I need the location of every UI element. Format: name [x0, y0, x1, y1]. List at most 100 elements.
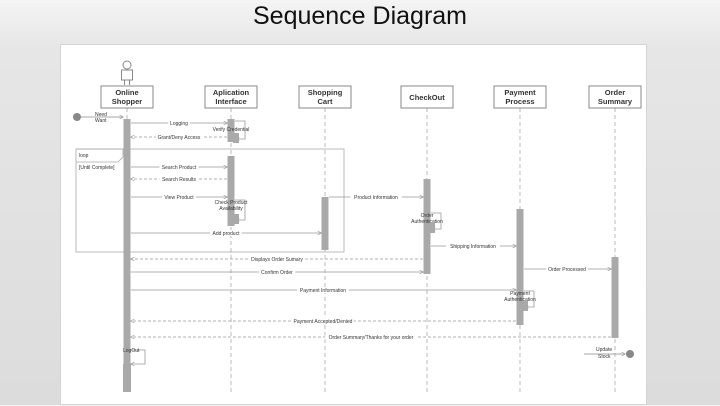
- lifeline-name: Online: [115, 88, 138, 97]
- activation-shopper: [123, 119, 131, 392]
- nested-activation: [429, 223, 435, 233]
- message-label-bg: [168, 120, 190, 126]
- message-14: Confirm Order: [131, 269, 423, 276]
- lifeline-name: Summary: [598, 97, 633, 106]
- activation-summary: [611, 257, 619, 338]
- message-8: Product Information: [329, 194, 423, 201]
- message-label: Product Information: [354, 195, 398, 201]
- message-12: Displays Order Sumary: [131, 256, 423, 263]
- message-1: Logging: [131, 120, 227, 127]
- message-9: Add product: [131, 230, 321, 237]
- self-call-arrow: [235, 120, 246, 139]
- lifeline-name: Payment: [504, 88, 536, 97]
- message-label: Availability: [219, 206, 243, 212]
- message-label-bg: [446, 243, 500, 249]
- nested-activation: [233, 133, 239, 143]
- initial-node: [73, 113, 81, 121]
- message-label: Order Processed: [548, 267, 586, 273]
- message-label: Add product: [213, 231, 241, 237]
- message-3: Grant/Deny Access: [131, 134, 227, 141]
- message-label: Order Summary/Thanks for your order: [329, 335, 414, 341]
- message-label-bg: [155, 134, 203, 140]
- message-label-bg: [350, 194, 402, 200]
- person-icon-head: [122, 60, 132, 70]
- lifeline-box-payment: [493, 85, 547, 109]
- person-icon-body: [121, 69, 133, 81]
- activation-cart: [321, 197, 329, 250]
- start-label: Need: [95, 112, 107, 118]
- loop-frame: [75, 148, 345, 253]
- lifeline-name: Aplication: [213, 88, 250, 97]
- message-17: Payment Accepted/Denied: [131, 318, 516, 325]
- activation-checkout: [423, 179, 431, 274]
- loop-guard: [Until Complete]: [79, 165, 115, 171]
- message-label: Confirm Order: [261, 270, 293, 276]
- message-label-bg: [248, 256, 306, 262]
- message-4: Search Product: [131, 164, 227, 171]
- message-label: Payment Information: [300, 288, 346, 294]
- loop-label: loop: [79, 153, 89, 159]
- message-label: Grant/Deny Access: [158, 135, 201, 141]
- sequence-diagram: OnlineShopperAplicationInterfaceShopping…: [73, 60, 642, 395]
- lifeline-box-checkout: [400, 85, 454, 109]
- message-label: Order: [421, 213, 434, 219]
- activation-app: [227, 156, 235, 226]
- message-2: Verify Credential: [213, 120, 250, 143]
- lifeline-name: CheckOut: [409, 93, 445, 102]
- message-label: Payment: [510, 291, 530, 297]
- message-label: Authentication: [504, 297, 536, 303]
- message-label: Search Results: [162, 177, 196, 183]
- message-label-bg: [292, 318, 354, 324]
- message-19: LogOut: [123, 348, 146, 392]
- message-label: Logging: [170, 121, 188, 127]
- lifeline-box-app: [204, 85, 258, 109]
- lifeline-name: Order: [605, 88, 626, 97]
- message-label-bg: [297, 287, 349, 293]
- end-label: Stock: [598, 354, 611, 360]
- message-label-bg: [210, 230, 242, 236]
- lifeline-box-summary: [588, 85, 642, 109]
- message-5: Search Results: [131, 176, 227, 183]
- lifeline-name: Process: [505, 97, 534, 106]
- message-15: Payment Information: [131, 287, 516, 294]
- message-label: Payment Accepted/Denied: [294, 319, 353, 325]
- message-18: Order Summary/Thanks for your order: [131, 334, 611, 341]
- slide-title: Sequence Diagram: [252, 2, 467, 30]
- message-label: Verify Credential: [213, 127, 250, 133]
- self-call-arrow: [524, 290, 535, 307]
- start-label: Want: [95, 118, 107, 124]
- message-13: Order Processed: [524, 266, 611, 273]
- message-label: LogOut: [123, 348, 140, 354]
- message-label: Check Product: [215, 200, 248, 206]
- message-label-bg: [258, 269, 296, 275]
- lifeline-name: Shopper: [112, 97, 142, 106]
- self-call-arrow: [131, 349, 146, 364]
- lifeline-box-cart: [298, 85, 352, 109]
- end-label: Update: [596, 347, 612, 353]
- message-label: View Product: [164, 195, 194, 201]
- message-6: View Product: [131, 194, 227, 201]
- nested-activation: [233, 214, 239, 224]
- loop-frame-tab: [76, 148, 124, 163]
- message-label: Displays Order Sumary: [251, 257, 303, 263]
- message-label: Shipping Information: [450, 244, 496, 250]
- final-node: [626, 350, 634, 358]
- lifeline-box-shopper: [100, 85, 154, 109]
- activation-logout: [123, 364, 131, 392]
- message-11: Shipping Information: [431, 243, 516, 250]
- message-label-bg: [159, 176, 199, 182]
- activation-app: [227, 119, 235, 142]
- lifeline-name: Interface: [215, 97, 246, 106]
- self-call-arrow: [235, 199, 246, 220]
- nested-activation: [522, 301, 528, 311]
- lifeline-name: Cart: [317, 97, 333, 106]
- message-label-bg: [325, 334, 417, 340]
- message-label: Search Product: [162, 165, 197, 171]
- self-call-arrow: [431, 212, 442, 229]
- message-label-bg: [546, 266, 588, 272]
- message-label-bg: [159, 164, 199, 170]
